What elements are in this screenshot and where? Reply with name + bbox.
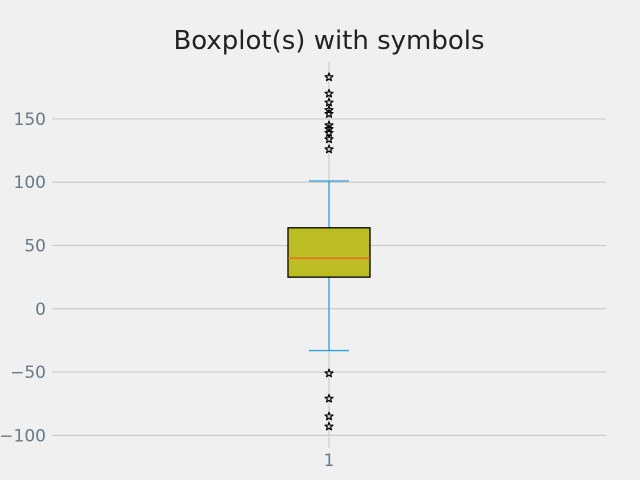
outlier-point	[324, 134, 334, 144]
y-tick-label: 100	[14, 173, 46, 193]
outlier-point	[324, 72, 334, 82]
outlier-point	[324, 97, 334, 107]
x-tick-label: 1	[324, 451, 335, 471]
box-series	[287, 72, 371, 431]
outlier-point	[324, 120, 334, 130]
iqr-box	[287, 227, 371, 278]
y-tick-label: −100	[0, 426, 46, 446]
outlier-point	[324, 411, 334, 421]
y-tick-label: 50	[24, 237, 46, 257]
outlier-point	[324, 144, 334, 154]
x-tick-labels: 1	[324, 451, 335, 471]
outlier-point	[324, 109, 334, 118]
outlier-point	[324, 124, 334, 134]
chart-title: Boxplot(s) with symbols	[173, 26, 484, 56]
y-tick-label: 0	[35, 300, 46, 320]
box-group	[287, 72, 371, 431]
outlier-point	[324, 105, 334, 115]
outlier-point	[324, 368, 334, 378]
y-tick-labels: −100 −50 0 50 100 150	[0, 110, 46, 446]
outlier-point	[324, 393, 334, 403]
y-tick-label: −50	[10, 363, 46, 383]
outlier-point	[324, 128, 334, 137]
outlier-point	[324, 88, 334, 98]
outlier-point	[324, 421, 334, 431]
y-tick-label: 150	[14, 110, 46, 130]
